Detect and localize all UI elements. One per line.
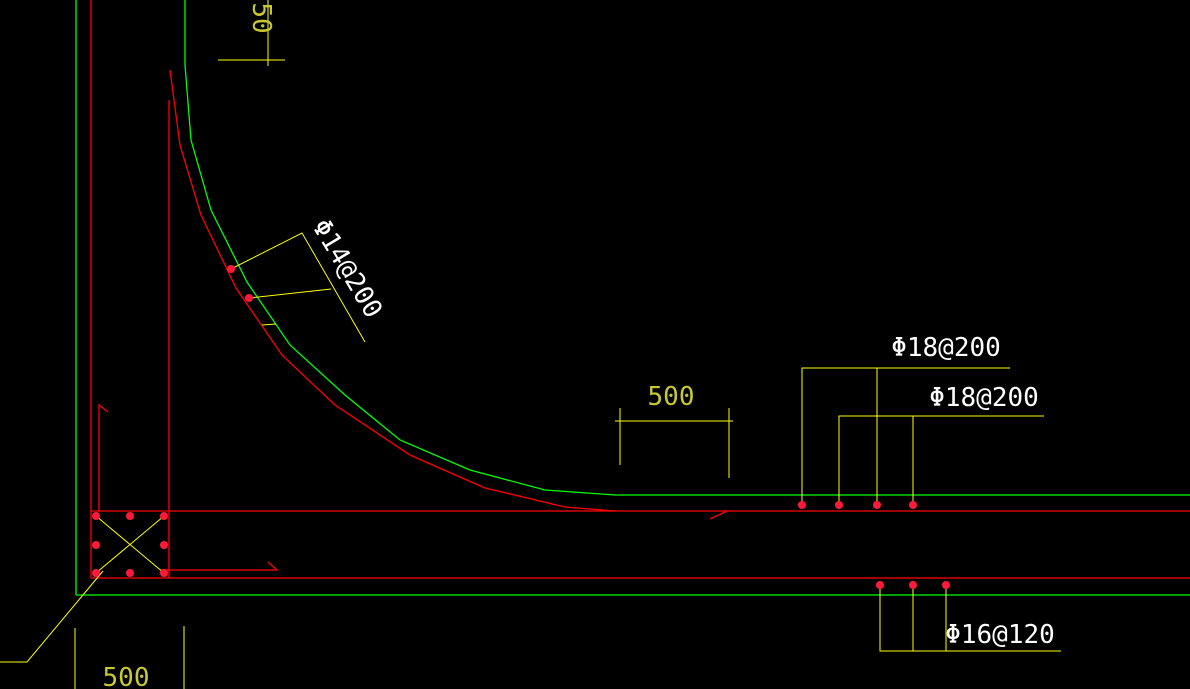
dim-bottom-left-text: 500 xyxy=(103,663,150,689)
bar-dot xyxy=(92,541,100,549)
rebar-hook-bottom xyxy=(160,561,279,571)
bar-dot xyxy=(92,512,100,520)
leader-top-rebar-2 xyxy=(838,415,1044,505)
bar-dot xyxy=(126,569,134,577)
corner-stirrup xyxy=(95,515,165,574)
bar-dot xyxy=(227,265,235,273)
bar-dot xyxy=(873,501,881,509)
concrete-outline xyxy=(75,0,1190,596)
bottom-rebar-label: Φ16@120 xyxy=(945,620,1055,650)
stirrup-diagonal-2 xyxy=(95,515,165,574)
outline-haunch-curve xyxy=(184,0,1190,496)
bar-dot xyxy=(245,294,253,302)
leader-curved-rebar xyxy=(230,232,366,343)
bar-dot xyxy=(942,581,950,589)
rebar-lines xyxy=(90,0,1190,579)
bar-dot xyxy=(876,581,884,589)
leader-curved-rebar-2 xyxy=(248,288,332,299)
top-rebar-label-1: Φ18@200 xyxy=(891,333,1001,363)
rebar-end-tick xyxy=(709,510,728,520)
bar-dot xyxy=(160,541,168,549)
rebar-haunch-curve xyxy=(169,69,616,512)
rebar-hook-left xyxy=(98,403,109,512)
bar-dot xyxy=(835,501,843,509)
bar-dot xyxy=(92,569,100,577)
bar-dot xyxy=(798,501,806,509)
dim-mid-text: 500 xyxy=(648,382,695,412)
bar-dot xyxy=(160,569,168,577)
bar-dot xyxy=(909,501,917,509)
dimension-lines xyxy=(0,0,1061,689)
bar-dots xyxy=(92,265,950,589)
leader-bottom-rebar xyxy=(879,585,1061,652)
bar-dot xyxy=(126,512,134,520)
top-rebar-label-2: Φ18@200 xyxy=(929,383,1039,413)
leader-corner xyxy=(0,570,104,663)
bar-dot xyxy=(160,512,168,520)
leader-curved-rebar-3 xyxy=(261,323,277,326)
dim-top-vertical-text: 50 xyxy=(246,2,276,33)
bar-dot xyxy=(909,581,917,589)
leader-top-rebar-1 xyxy=(801,367,1010,505)
